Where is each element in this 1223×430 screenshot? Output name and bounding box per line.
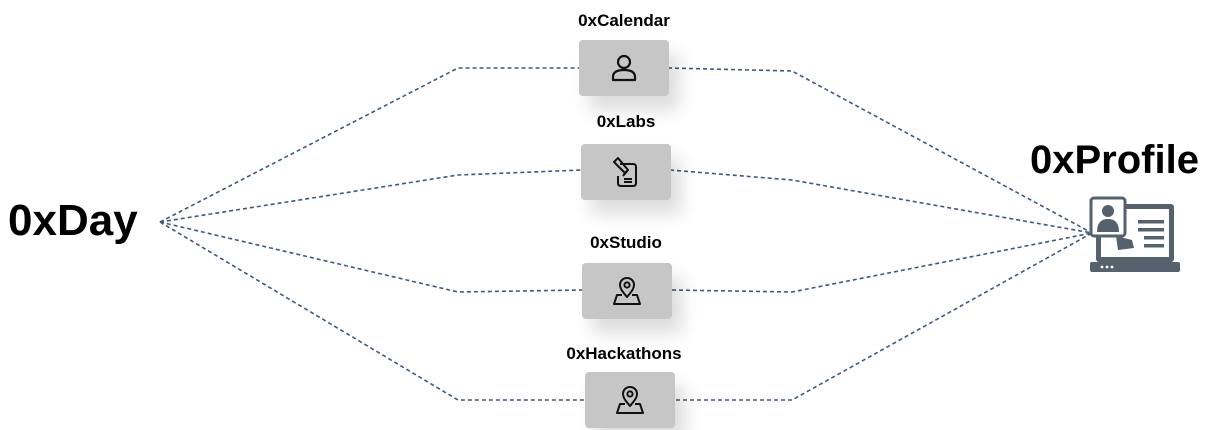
node-label-0xcalendar: 0xCalendar [578, 11, 670, 30]
node-label-0xlabs: 0xLabs [596, 112, 656, 131]
connector-line [676, 232, 1093, 401]
connector-line [159, 221, 586, 401]
connector-line [159, 221, 583, 293]
node-0xhackathons[interactable] [585, 372, 675, 428]
connector-line [669, 169, 1093, 234]
user-icon [611, 54, 637, 82]
source-node-0xday: 0xDay [8, 196, 138, 245]
map-pin-icon [616, 386, 644, 414]
connector-line [159, 169, 583, 223]
document-edit-icon [613, 157, 637, 187]
map-pin-icon [613, 277, 641, 305]
profile-monitor-icon [1089, 196, 1180, 272]
node-0xcalendar[interactable] [579, 40, 669, 96]
node-0xlabs[interactable] [581, 144, 671, 200]
node-0xstudio[interactable] [582, 263, 672, 319]
target-node-0xprofile: 0xProfile [1030, 138, 1199, 182]
connector-line [159, 67, 580, 223]
node-label-0xstudio: 0xStudio [590, 233, 662, 252]
connector-line [671, 232, 1093, 293]
connector-line [667, 67, 1093, 234]
node-label-0xhackathons: 0xHackathons [566, 344, 682, 363]
